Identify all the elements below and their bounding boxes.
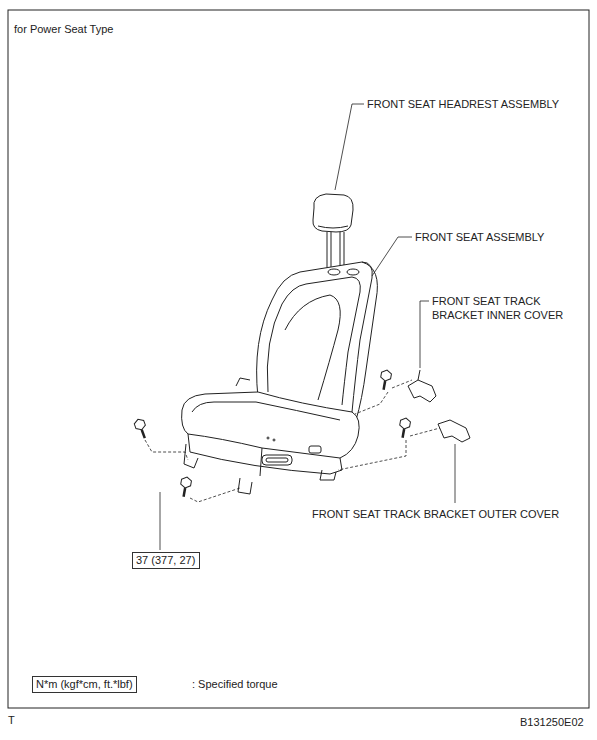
torque-unit-box: N*m (kgf*cm, ft.*lbf) [32,676,137,693]
page-title: for Power Seat Type [14,22,113,36]
box-text: N*m (kgf*cm, ft.*lbf) [36,678,133,691]
frame [8,10,589,708]
box-text: 37 (377, 27) [136,554,196,567]
part-name: FRONT SEAT ASSEMBLY [415,230,544,244]
guide-lines [145,380,440,502]
part-name: FRONT SEAT TRACK BRACKET OUTER COVER [312,507,559,521]
legend-note: : Specified torque [192,677,278,691]
bracket-covers [408,370,470,442]
page-mark: T [8,713,15,727]
seat-drawing [182,194,378,494]
part-name: FRONT SEAT TRACK BRACKET INNER COVER [432,294,582,322]
torque-value-box: 37 (377, 27) [132,552,200,569]
leader-lines [160,104,455,550]
bolts [133,369,411,497]
part-name: FRONT SEAT HEADREST ASSEMBLY [367,97,559,111]
figure-code: B131250E02 [520,715,584,729]
